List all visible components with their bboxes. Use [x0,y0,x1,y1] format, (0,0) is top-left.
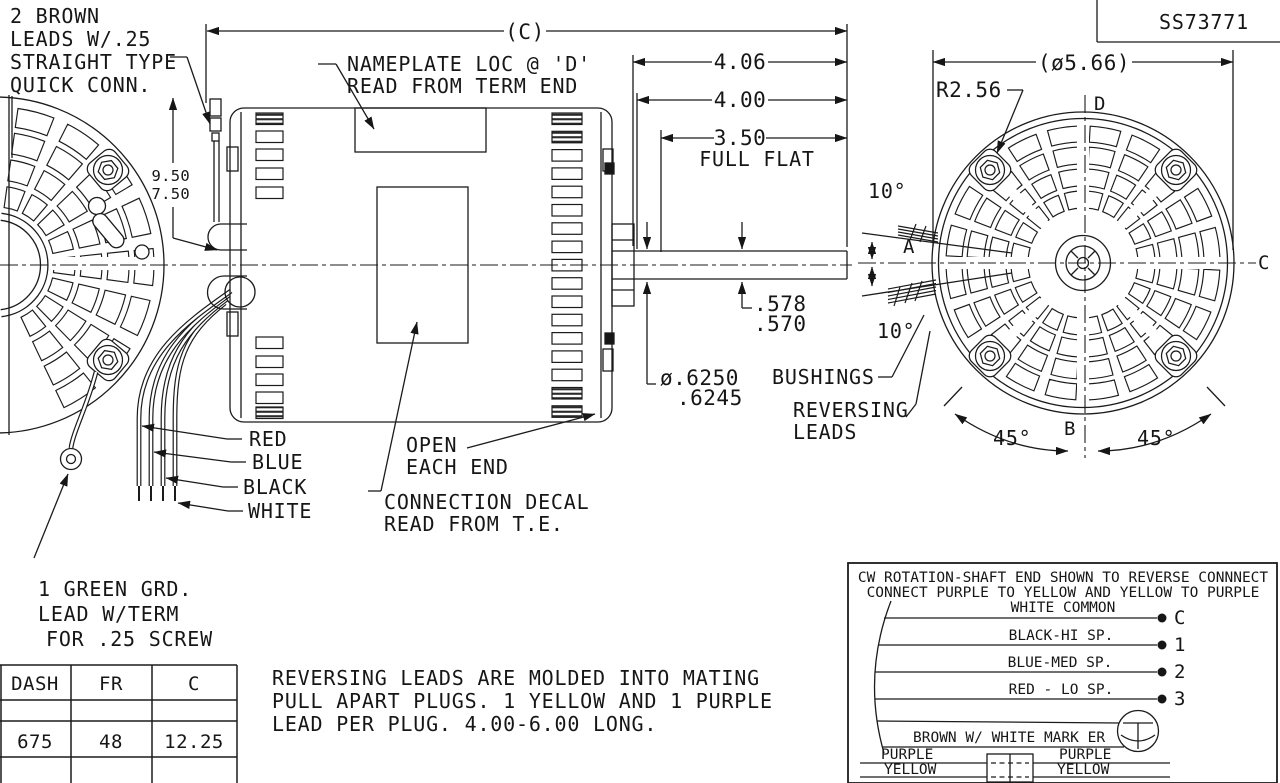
wiring-diagram [847,562,1278,783]
centerlines [0,95,1256,458]
lead-wires [59,289,233,501]
reversing-note-line2: PULL APART PLUGS. 1 YELLOW AND 1 PURPLE [272,689,773,713]
open-end-note-line1: OPEN [406,433,457,457]
dim-4-06: 4.06 [714,50,767,74]
brown-leads-note-line1: 2 BROWN [10,4,100,28]
dim-lead-min: 7.50 [151,185,190,203]
table-header-dash: DASH [11,673,59,695]
wiring-terminal-c: C [1174,607,1186,629]
dim-shaft-dia-min: .6245 [677,386,743,410]
open-end-note-line2: EACH END [406,455,509,479]
decal-note-line1: CONNECTION DECAL [384,490,589,514]
bushings-label: BUSHINGS [772,365,875,389]
reversing-leads-label-line1: REVERSING [793,398,909,422]
brown-leads-note-line2: LEADS W/.25 [10,27,151,51]
dim-angle-bl: 45° [993,426,1032,450]
wiring-yellow-right: YELLOW [1057,762,1110,778]
brown-leads-note-line3: STRAIGHT TYPE [10,50,177,74]
thermal-protector-symbol [1116,709,1160,753]
orientation-c: C [1258,252,1270,274]
green-ground-note-line2: LEAD W/TERM [38,602,179,626]
brown-leads-note-line4: QUICK CONN. [10,73,151,97]
wiring-terminal-1: 1 [1174,634,1186,656]
dim-angle-bottom: 10° [877,319,916,343]
green-ground-note-line3: FOR .25 SCREW [46,627,213,651]
wiring-purple-right: PURPLE [1059,747,1111,763]
orientation-a: A [903,236,915,258]
left-end-view [0,95,165,435]
nameplate-note-line1: NAMEPLATE LOC @ 'D' [347,52,591,76]
wire-label-red: RED [249,427,288,451]
table-value-c: 12.25 [164,731,224,753]
nameplate-area [354,107,487,153]
dim-4-00: 4.00 [714,88,767,112]
table-header-c: C [188,673,200,695]
wiring-brown-label: BROWN W/ WHITE MARK ER [913,730,1105,746]
dim-end-dia: (ø5.66) [1038,51,1130,75]
wire-label-white: WHITE [248,499,312,523]
wire-label-blue: BLUE [252,450,303,474]
green-ground-note-line1: 1 GREEN GRD. [38,577,192,601]
pull-apart-plug [986,753,1034,783]
drawing-number: SS73771 [1159,10,1249,34]
wiring-row-white-label: WHITE COMMON [1011,600,1116,616]
table-value-dash: 675 [17,731,53,753]
table-value-fr: 48 [99,731,123,753]
wiring-row-blue-label: BLUE-MED SP. [1008,655,1113,671]
title-block-corner [1096,0,1280,43]
wiring-terminal-3: 3 [1174,688,1186,710]
wiring-row-black-label: BLACK-HI SP. [1009,628,1114,644]
reversing-note-line3: LEAD PER PLUG. 4.00-6.00 LONG. [272,712,657,736]
nameplate-note-line2: READ FROM TERM END [347,74,578,98]
spec-table [0,664,238,783]
wiring-title-line1: CW ROTATION-SHAFT END SHOWN TO REVERSE C… [858,570,1269,586]
dim-angle-br: 45° [1137,426,1176,450]
dim-3-50: 3.50 [714,126,767,150]
wiring-row-red-label: RED - LO SP. [1009,682,1114,698]
dim-flat-min: .570 [754,312,807,336]
wiring-title-line2: CONNECT PURPLE TO YELLOW AND YELLOW TO P… [867,585,1260,601]
reversing-lead-bundles [887,223,939,307]
dim-full-flat: FULL FLAT [699,147,815,171]
orientation-d: D [1094,93,1106,115]
quick-connect-terminal [209,98,222,222]
wire-label-black: BLACK [243,475,307,499]
orientation-b: B [1064,418,1076,440]
reversing-leads-label-line2: LEADS [793,420,857,444]
wiring-purple-left: PURPLE [881,747,933,763]
dim-overall-c: (C) [505,20,544,44]
dim-lead-max: 9.50 [151,167,190,185]
dim-angle-top: 10° [868,179,907,203]
decal-note-line2: READ FROM T.E. [384,512,564,536]
dim-bolt-radius: R2.56 [936,78,1002,102]
reversing-note-line1: REVERSING LEADS ARE MOLDED INTO MATING [272,666,760,690]
motor-side-view [206,98,848,423]
table-header-fr: FR [99,673,123,695]
dimension-lines [33,24,1234,559]
wiring-yellow-left: YELLOW [884,762,937,778]
dim-shaft-dia-max: ø.6250 [660,366,739,390]
dim-flat-max: .578 [754,292,807,316]
wiring-terminal-2: 2 [1174,661,1186,683]
